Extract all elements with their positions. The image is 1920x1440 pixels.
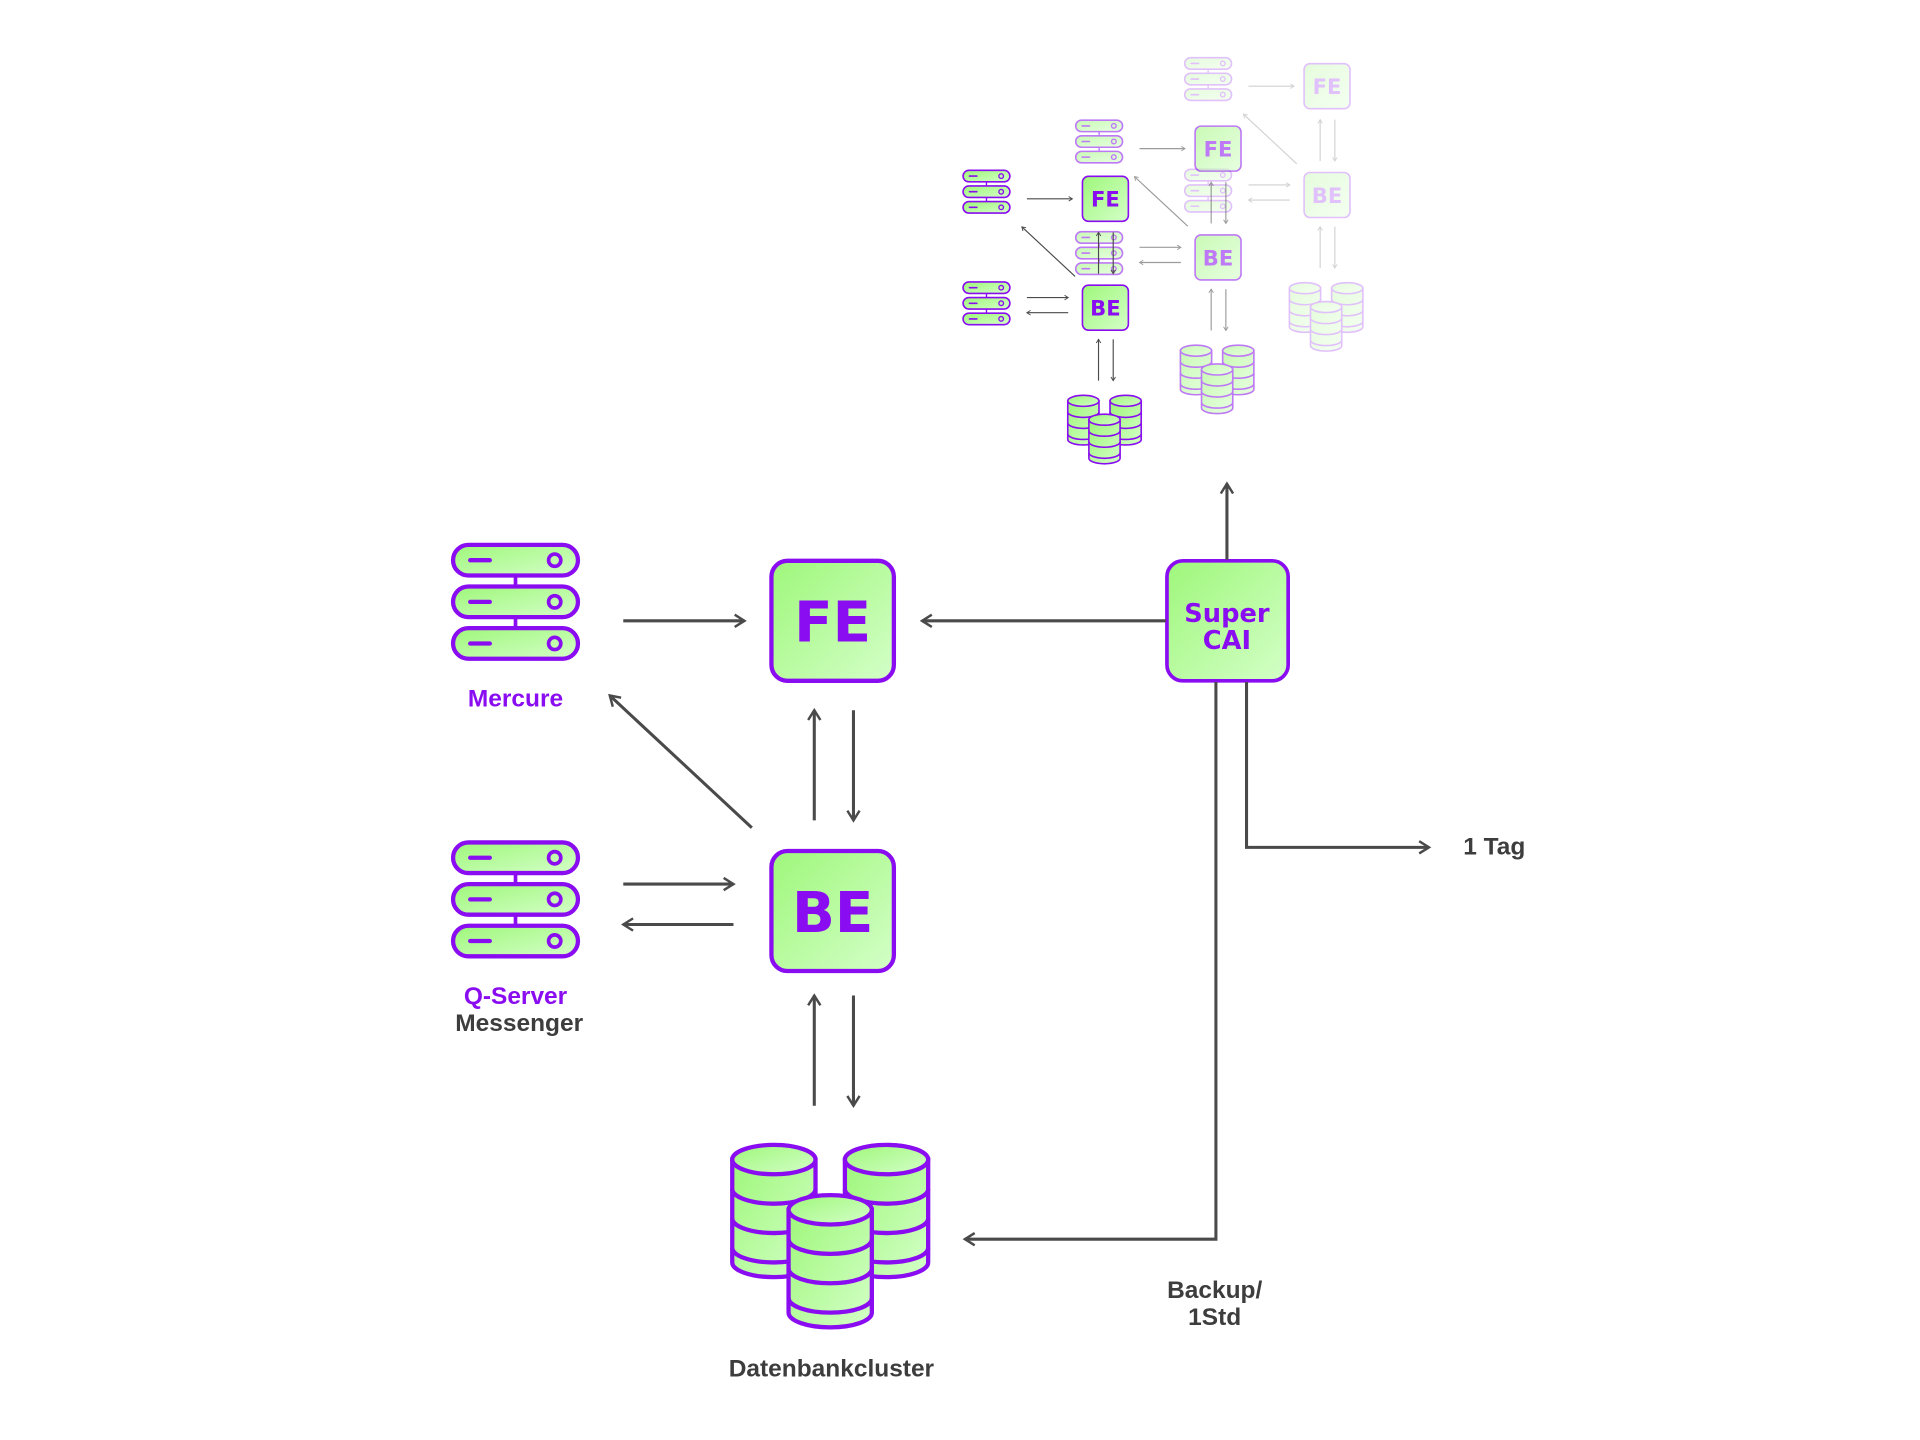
backup-label-1: Backup/ [1167, 1277, 1262, 1304]
replica-cluster-2 [1076, 120, 1254, 413]
main-cluster [453, 545, 928, 1327]
super-cai-node[interactable]: Super CAI [1165, 558, 1290, 683]
backup-label-2: 1Std [1188, 1304, 1241, 1331]
messenger-label: Messenger [455, 1010, 583, 1037]
super-cai-label-2: CAI [1203, 626, 1251, 656]
database-cluster-label: Datenbankcluster [729, 1355, 935, 1382]
arrow-daily [1245, 682, 1432, 855]
arrow-backup-to-db [962, 682, 1218, 1247]
qserver-label: Q-Server [464, 983, 568, 1010]
super-cai-label-1: Super [1184, 599, 1270, 629]
mercure-label: Mercure [468, 686, 563, 713]
one-day-label: 1 Tag [1463, 834, 1525, 861]
replica-cluster-1 [963, 170, 1141, 463]
